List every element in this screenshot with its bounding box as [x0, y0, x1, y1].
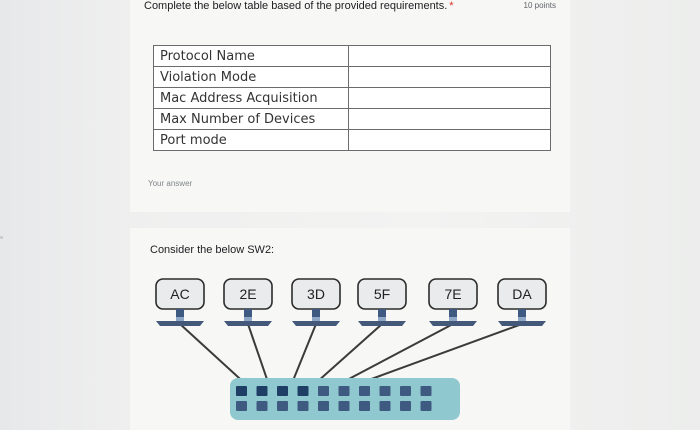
table-row: Violation Mode: [153, 66, 551, 88]
pc-connector: [518, 317, 526, 321]
cable: [179, 323, 251, 389]
host-pc: AC: [155, 278, 205, 326]
row-label: Protocol Name: [153, 45, 349, 67]
next-question-text: Consider the below SW2:: [150, 244, 275, 256]
switch-port: [236, 401, 247, 411]
switch-port: [420, 386, 432, 396]
row-value: [348, 45, 551, 67]
pc-connector: [244, 317, 252, 321]
switch-port: [297, 401, 309, 411]
host-pc: 5F: [357, 278, 407, 326]
pc-connector: [449, 317, 457, 321]
host-label: DA: [512, 286, 532, 302]
switch-port-connected: [297, 386, 309, 396]
pc-stand: [312, 309, 320, 317]
answer-input[interactable]: Your answer: [148, 179, 193, 188]
question-card: Complete the below table based of the pr…: [130, 0, 570, 212]
row-label: Max Number of Devices: [153, 108, 349, 130]
switch-port: [359, 401, 370, 411]
switch-diagram: AC 2E 3D 5F 7E DA: [155, 278, 547, 420]
cable: [289, 323, 317, 389]
host-label: AC: [170, 286, 189, 302]
switch-port: [277, 401, 288, 411]
cable: [247, 323, 271, 389]
switch-port: [359, 386, 370, 396]
pc-base: [429, 321, 477, 326]
pc-stand: [518, 309, 526, 317]
points-label: 10 points: [523, 1, 556, 10]
row-label: Mac Address Acquisition: [153, 87, 349, 109]
host-label: 5F: [374, 286, 390, 302]
host-label: 3D: [307, 286, 325, 302]
question-title: Complete the below table based of the pr…: [144, 0, 454, 12]
pc-connector: [312, 317, 320, 321]
pc-base: [498, 321, 546, 326]
next-question-card: Consider the below SW2: AC 2E 3D 5F 7E DA: [130, 228, 570, 430]
required-asterisk: *: [449, 0, 454, 12]
pc-base: [358, 321, 406, 326]
switch-port-connected: [318, 386, 329, 396]
pc-stand: [378, 309, 386, 317]
background-dot: [0, 236, 3, 239]
switch-port: [338, 401, 350, 411]
pc-stand: [449, 309, 457, 317]
pc-connector: [378, 317, 386, 321]
host-pc: 2E: [223, 278, 273, 326]
switch-ports: [236, 386, 432, 411]
question-text: Complete the below table based of the pr…: [144, 0, 448, 12]
switch-port: [379, 401, 391, 411]
pc-stand: [244, 309, 252, 317]
row-label: Port mode: [153, 129, 349, 151]
pc-base: [292, 321, 340, 326]
switch-port: [400, 401, 411, 411]
pc-base: [156, 321, 204, 326]
switch-port: [400, 386, 411, 396]
switch-port: [318, 401, 329, 411]
table-row: Max Number of Devices: [153, 108, 551, 130]
switch-port-connected: [256, 386, 268, 396]
table-row: Port mode: [153, 129, 551, 151]
switch-port-connected: [236, 386, 247, 396]
switch-body: [230, 378, 460, 420]
pc-connector: [176, 317, 184, 321]
host-pc: 7E: [428, 278, 478, 326]
hosts: AC 2E 3D 5F 7E DA: [155, 278, 547, 326]
switch-port: [256, 401, 268, 411]
row-value: [348, 108, 551, 130]
requirements-table: Protocol Name Violation Mode Mac Address…: [153, 45, 551, 151]
host-pc: 3D: [291, 278, 341, 326]
switch-port-connected: [277, 386, 288, 396]
row-value: [348, 66, 551, 88]
row-label: Violation Mode: [153, 66, 349, 88]
row-value: [348, 129, 551, 151]
switch-port: [379, 386, 391, 396]
switch-sw2: [230, 378, 460, 420]
host-label: 7E: [444, 286, 461, 302]
host-pc: DA: [497, 278, 547, 326]
pc-stand: [176, 309, 184, 317]
switch-port: [338, 386, 350, 396]
host-label: 2E: [239, 286, 256, 302]
table-row: Protocol Name: [153, 45, 551, 67]
row-value: [348, 87, 551, 109]
table-row: Mac Address Acquisition: [153, 87, 551, 109]
switch-port: [420, 401, 432, 411]
pc-base: [224, 321, 272, 326]
